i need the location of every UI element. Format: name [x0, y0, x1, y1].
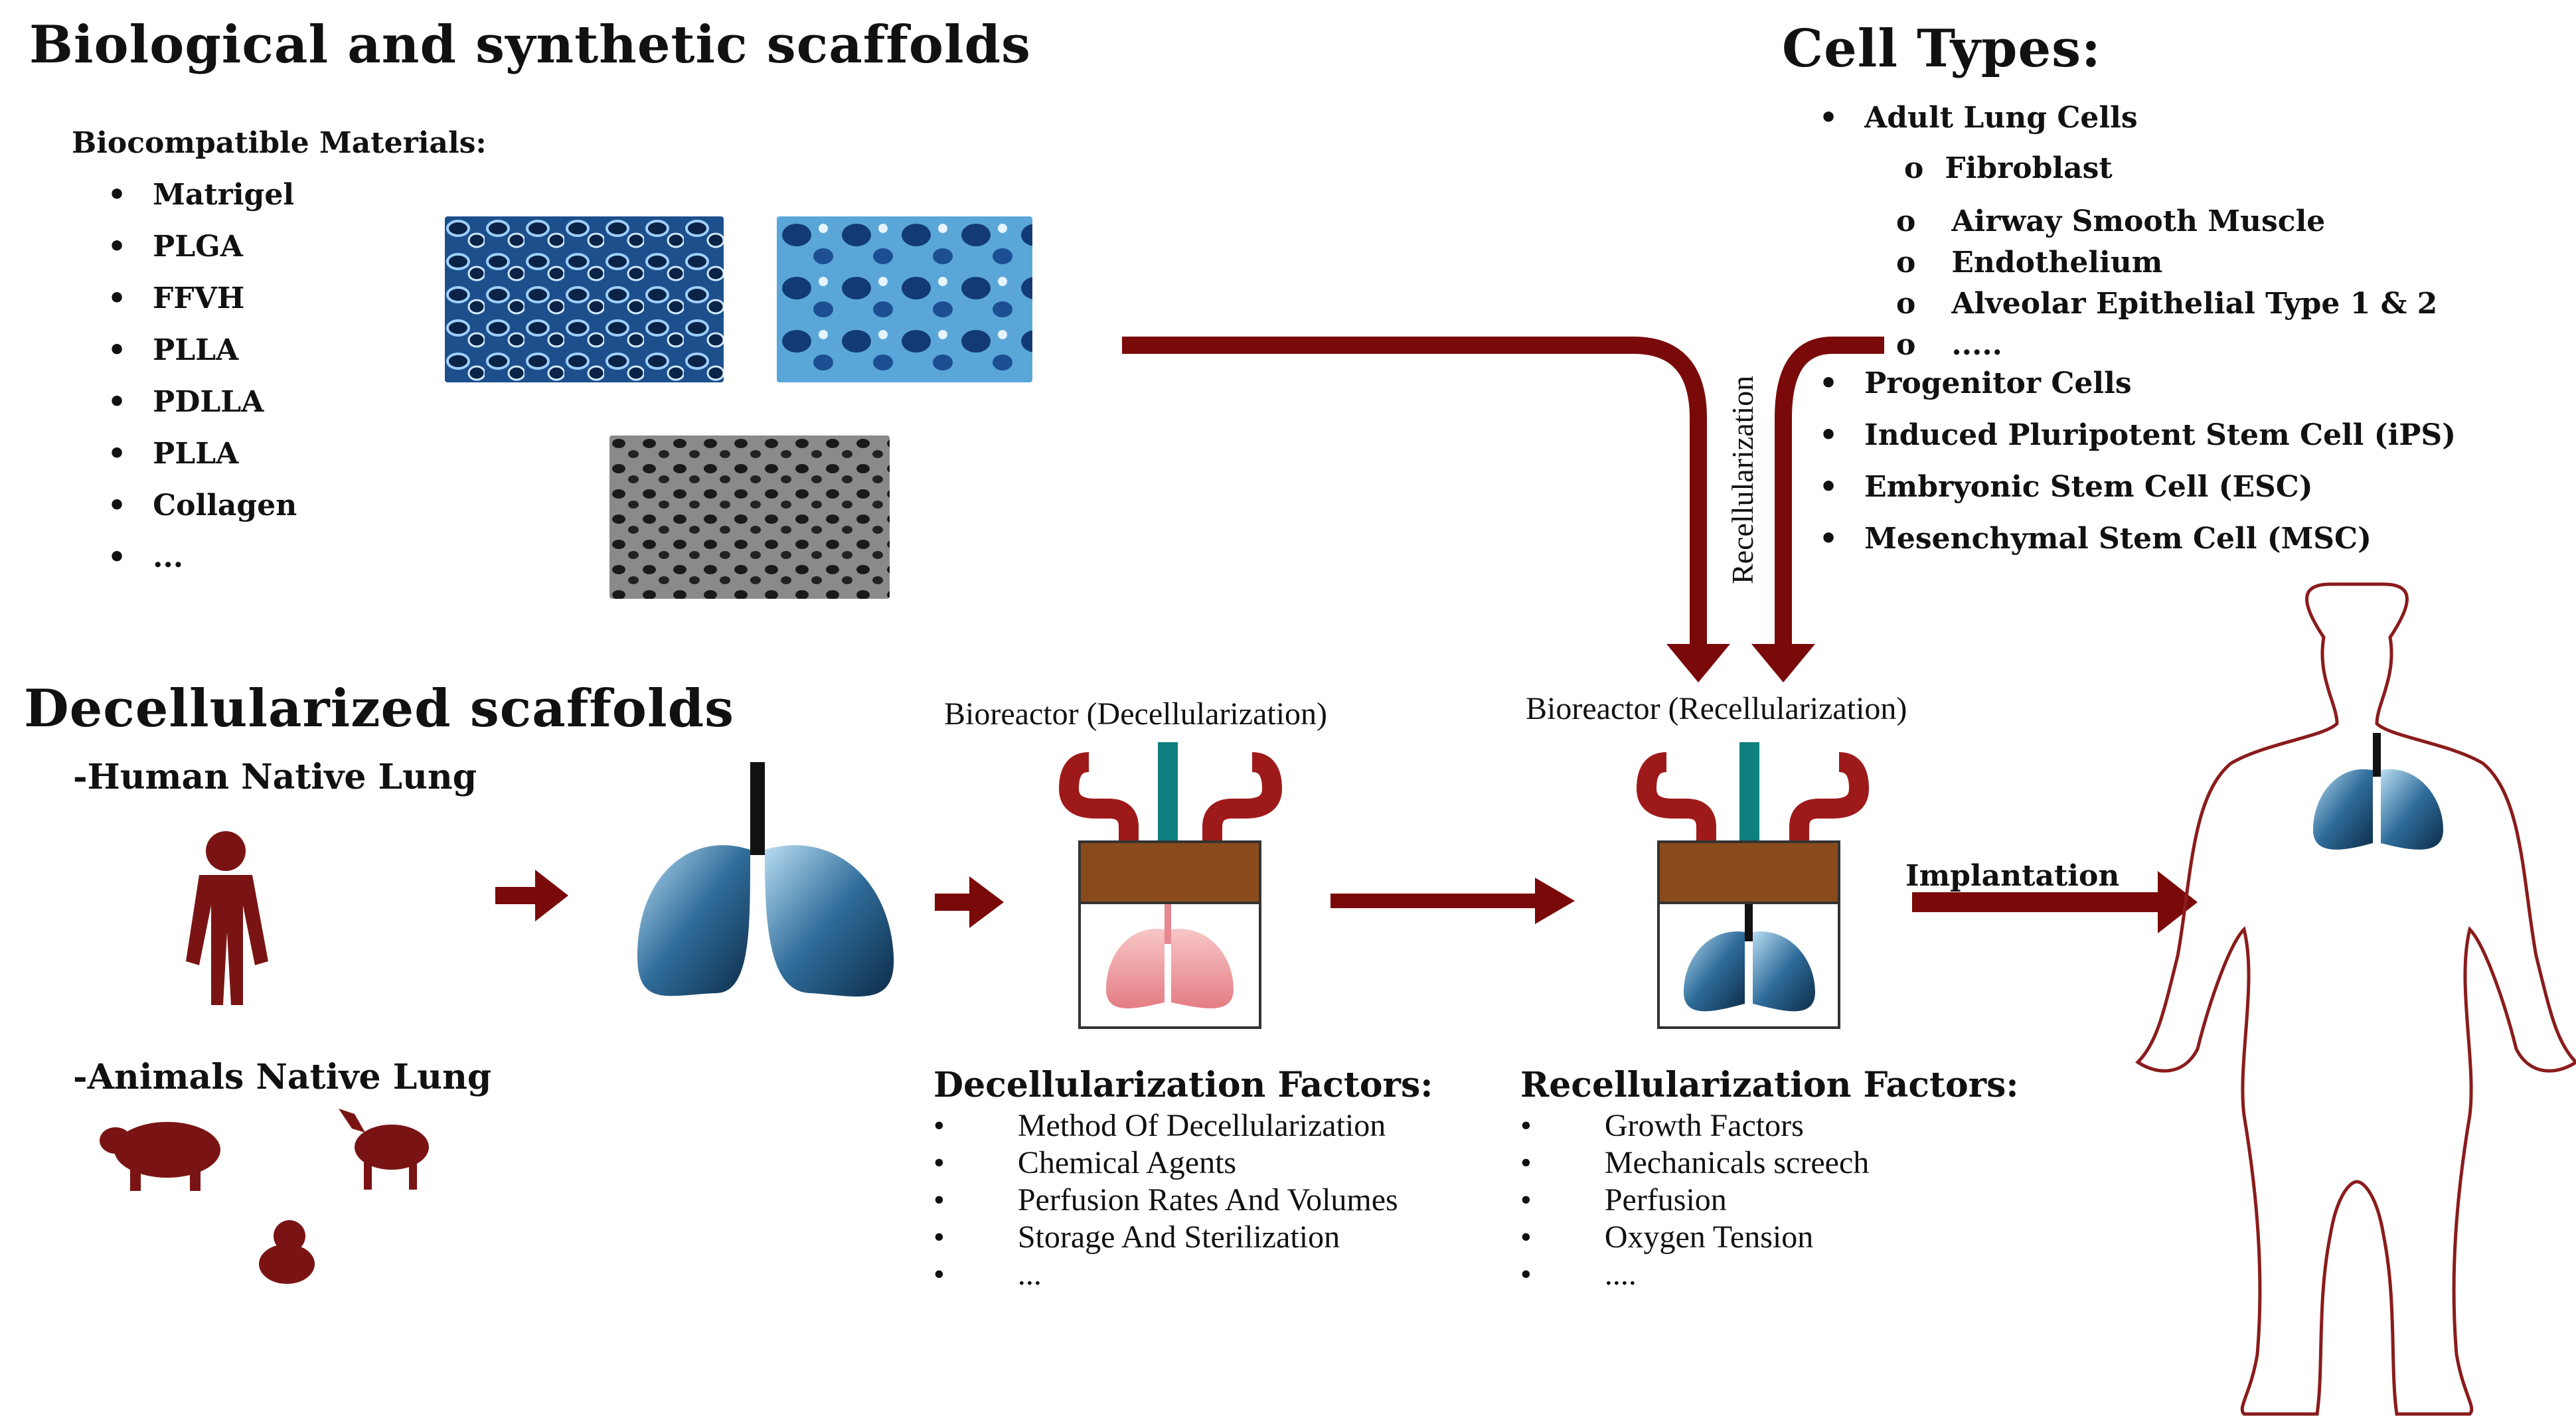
- decell-bioreactor: [1058, 742, 1283, 1029]
- recell-factor-item: •Oxygen Tension: [1520, 1220, 1814, 1255]
- arrow-cells-to-recell: [1775, 337, 1884, 649]
- native-lung-image: [637, 762, 894, 997]
- arrow-decell-to-recell: [1330, 878, 1575, 924]
- arrow-implantation: [1912, 871, 2198, 933]
- implantation-label: Implantation: [1905, 859, 2120, 893]
- decell-factors-title: Decellularization Factors:: [933, 1065, 1433, 1105]
- material-item: •PDLLA: [108, 385, 264, 419]
- recell-factor-item: •Perfusion: [1520, 1182, 1727, 1218]
- material-item: •...: [108, 540, 184, 574]
- cell-types-title: Cell Types:: [1782, 19, 2101, 79]
- decell-factor-item: •Perfusion Rates And Volumes: [933, 1182, 1398, 1218]
- materials-heading: Biocompatible Materials:: [72, 126, 487, 160]
- cell-item: •Mesenchymal Stem Cell (MSC): [1819, 522, 2372, 556]
- decell-factor-item: •Storage And Sterilization: [933, 1220, 1340, 1255]
- scaffold-image-blue-2: [777, 216, 1032, 382]
- implanted-lung-image: [2313, 733, 2443, 850]
- recell-factor-item: •Mechanicals screech: [1520, 1145, 1870, 1180]
- pig-icon: [100, 1122, 220, 1191]
- decell-title: Decellularized scaffolds: [24, 678, 735, 739]
- material-item: •PLGA: [108, 230, 243, 264]
- arrow-scaffolds-to-recell: [1122, 337, 1707, 649]
- decell-factor-item: •Method Of Decellularization: [933, 1108, 1386, 1143]
- scaffolds-title: Biological and synthetic scaffolds: [29, 15, 1031, 75]
- material-item: •FFVH: [108, 281, 245, 315]
- recell-bioreactor: [1636, 742, 1870, 1029]
- recell-factor-item: •....: [1520, 1257, 1637, 1292]
- cell-item: •Embryonic Stem Cell (ESC): [1819, 470, 2313, 504]
- human-silhouette-icon: [186, 831, 268, 1005]
- material-item: •PLLA: [108, 437, 239, 471]
- cell-item: •Progenitor Cells: [1819, 366, 2132, 400]
- monkey-icon: [259, 1220, 315, 1284]
- cell-subitem: o.....: [1896, 328, 2002, 362]
- arrow-human-to-lung: [495, 870, 568, 921]
- animal-lung-label: -Animals Native Lung: [73, 1057, 492, 1097]
- decell-bioreactor-label: Bioreactor (Decellularization): [944, 696, 1328, 732]
- material-item: •Matrigel: [108, 178, 295, 212]
- decell-factor-item: •Chemical Agents: [933, 1145, 1237, 1180]
- material-item: •Collagen: [108, 489, 297, 522]
- human-outline-icon: [2135, 582, 2576, 1416]
- recell-factors-title: Recellularization Factors:: [1520, 1065, 2019, 1105]
- recellularization-label: Recellularization: [1726, 375, 1759, 584]
- scaffold-image-blue-1: [445, 216, 724, 382]
- material-item: •PLLA: [108, 333, 239, 367]
- arrow-head-2: [1751, 644, 1815, 682]
- scaffold-image-gray: [609, 435, 890, 599]
- cell-item: •Adult Lung Cells: [1819, 101, 2138, 135]
- recell-factor-item: •Growth Factors: [1520, 1108, 1804, 1143]
- decell-factor-item: •...: [933, 1257, 1042, 1292]
- arrow-head-1: [1666, 644, 1730, 682]
- human-lung-label: -Human Native Lung: [73, 757, 477, 797]
- goat-icon: [339, 1109, 429, 1190]
- recell-bioreactor-label: Bioreactor (Recellularization): [1526, 691, 1907, 726]
- arrow-lung-to-decell: [935, 876, 1004, 928]
- cell-item: •Induced Pluripotent Stem Cell (iPS): [1819, 418, 2456, 452]
